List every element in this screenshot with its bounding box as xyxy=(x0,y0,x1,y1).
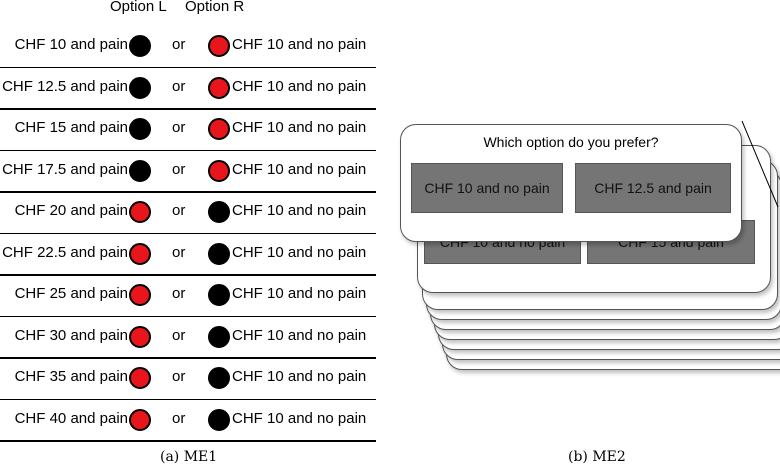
choice-row: CHF 40 and pain or CHF 10 and no pain xyxy=(0,402,376,442)
option-r-text: CHF 10 and no pain xyxy=(232,243,367,261)
choice-row: CHF 22.5 and pain or CHF 10 and no pain xyxy=(0,236,376,276)
option-r-text: CHF 10 and no pain xyxy=(232,202,367,219)
option-r-radio[interactable] xyxy=(208,118,230,140)
option-r-radio[interactable] xyxy=(208,35,230,57)
choice-row: CHF 20 and pain or CHF 10 and no pain xyxy=(0,194,376,234)
or-label: or xyxy=(172,243,186,261)
option-l-text: CHF 12.5 and pain xyxy=(2,77,128,95)
option-r-radio[interactable] xyxy=(208,367,230,389)
question-text: Which option do you prefer? xyxy=(483,134,659,150)
option-l-header: Option L xyxy=(110,0,167,15)
row-divider xyxy=(0,315,376,317)
option-r-text: CHF 10 and no pain xyxy=(232,409,367,427)
or-label: or xyxy=(172,409,186,427)
or-label: or xyxy=(172,119,186,136)
option-l-text: CHF 20 and pain xyxy=(14,202,128,219)
option-l-text: CHF 15 and pain xyxy=(14,119,128,136)
row-divider xyxy=(0,398,376,400)
option-r-text: CHF 10 and no pain xyxy=(232,368,367,385)
choice-row: CHF 35 and pain or CHF 10 and no pain xyxy=(0,360,376,400)
or-label: or xyxy=(172,285,186,302)
option-l-text: CHF 30 and pain xyxy=(14,326,128,344)
option-l-text: CHF 25 and pain xyxy=(14,285,128,302)
row-divider xyxy=(0,66,376,68)
option-l-radio[interactable] xyxy=(129,76,151,99)
option-r-radio[interactable] xyxy=(208,201,230,223)
option-l-radio[interactable] xyxy=(129,284,151,306)
choice-row: CHF 25 and pain or CHF 10 and no pain xyxy=(0,277,376,317)
option-l-radio[interactable] xyxy=(129,159,151,182)
or-label: or xyxy=(172,36,186,53)
or-label: or xyxy=(172,77,186,95)
or-label: or xyxy=(172,202,186,219)
caption-me2: (b) ME2 xyxy=(568,449,626,465)
option-l-radio[interactable] xyxy=(129,408,151,431)
option-r-radio[interactable] xyxy=(208,408,230,431)
row-divider xyxy=(0,357,376,359)
option-r-text: CHF 10 and no pain xyxy=(232,285,367,302)
row-divider xyxy=(0,149,376,151)
option-r-radio[interactable] xyxy=(208,284,230,306)
pointer-line xyxy=(741,120,779,208)
front-card: Which option do you prefer? CHF 10 and n… xyxy=(400,124,742,242)
choice-row: CHF 12.5 and pain or CHF 10 and no pain xyxy=(0,70,376,110)
option-l-text: CHF 10 and pain xyxy=(14,36,128,53)
front-option-left[interactable]: CHF 10 and no pain xyxy=(411,163,563,213)
option-l-radio[interactable] xyxy=(129,35,151,57)
option-r-header: Option R xyxy=(185,0,245,15)
option-l-radio[interactable] xyxy=(129,367,151,389)
option-r-radio[interactable] xyxy=(208,159,230,182)
option-l-text: CHF 35 and pain xyxy=(14,368,128,385)
row-divider xyxy=(0,108,376,110)
option-r-text: CHF 10 and no pain xyxy=(232,160,367,178)
option-r-radio[interactable] xyxy=(208,325,230,348)
row-divider xyxy=(0,191,376,193)
or-label: or xyxy=(172,326,186,344)
option-l-radio[interactable] xyxy=(129,242,151,265)
option-l-radio[interactable] xyxy=(129,118,151,140)
option-r-radio[interactable] xyxy=(208,242,230,265)
row-divider xyxy=(0,232,376,234)
option-r-text: CHF 10 and no pain xyxy=(232,326,367,344)
option-r-text: CHF 10 and no pain xyxy=(232,119,367,136)
or-label: or xyxy=(172,160,186,178)
or-label: or xyxy=(172,368,186,385)
choice-row: CHF 10 and pain or CHF 10 and no pain xyxy=(0,28,376,68)
row-divider xyxy=(0,274,376,276)
option-l-radio[interactable] xyxy=(129,201,151,223)
option-r-text: CHF 10 and no pain xyxy=(232,36,367,53)
choice-row: CHF 17.5 and pain or CHF 10 and no pain xyxy=(0,153,376,193)
front-option-right[interactable]: CHF 12.5 and pain xyxy=(575,163,731,213)
option-r-radio[interactable] xyxy=(208,76,230,99)
option-l-text: CHF 17.5 and pain xyxy=(2,160,128,178)
caption-me1: (a) ME1 xyxy=(160,449,218,465)
choice-row: CHF 15 and pain or CHF 10 and no pain xyxy=(0,111,376,151)
option-l-text: CHF 40 and pain xyxy=(14,409,128,427)
row-divider xyxy=(0,440,376,442)
option-l-text: CHF 22.5 and pain xyxy=(2,243,128,261)
choice-row: CHF 30 and pain or CHF 10 and no pain xyxy=(0,319,376,359)
option-r-text: CHF 10 and no pain xyxy=(232,77,367,95)
option-l-radio[interactable] xyxy=(129,325,151,348)
